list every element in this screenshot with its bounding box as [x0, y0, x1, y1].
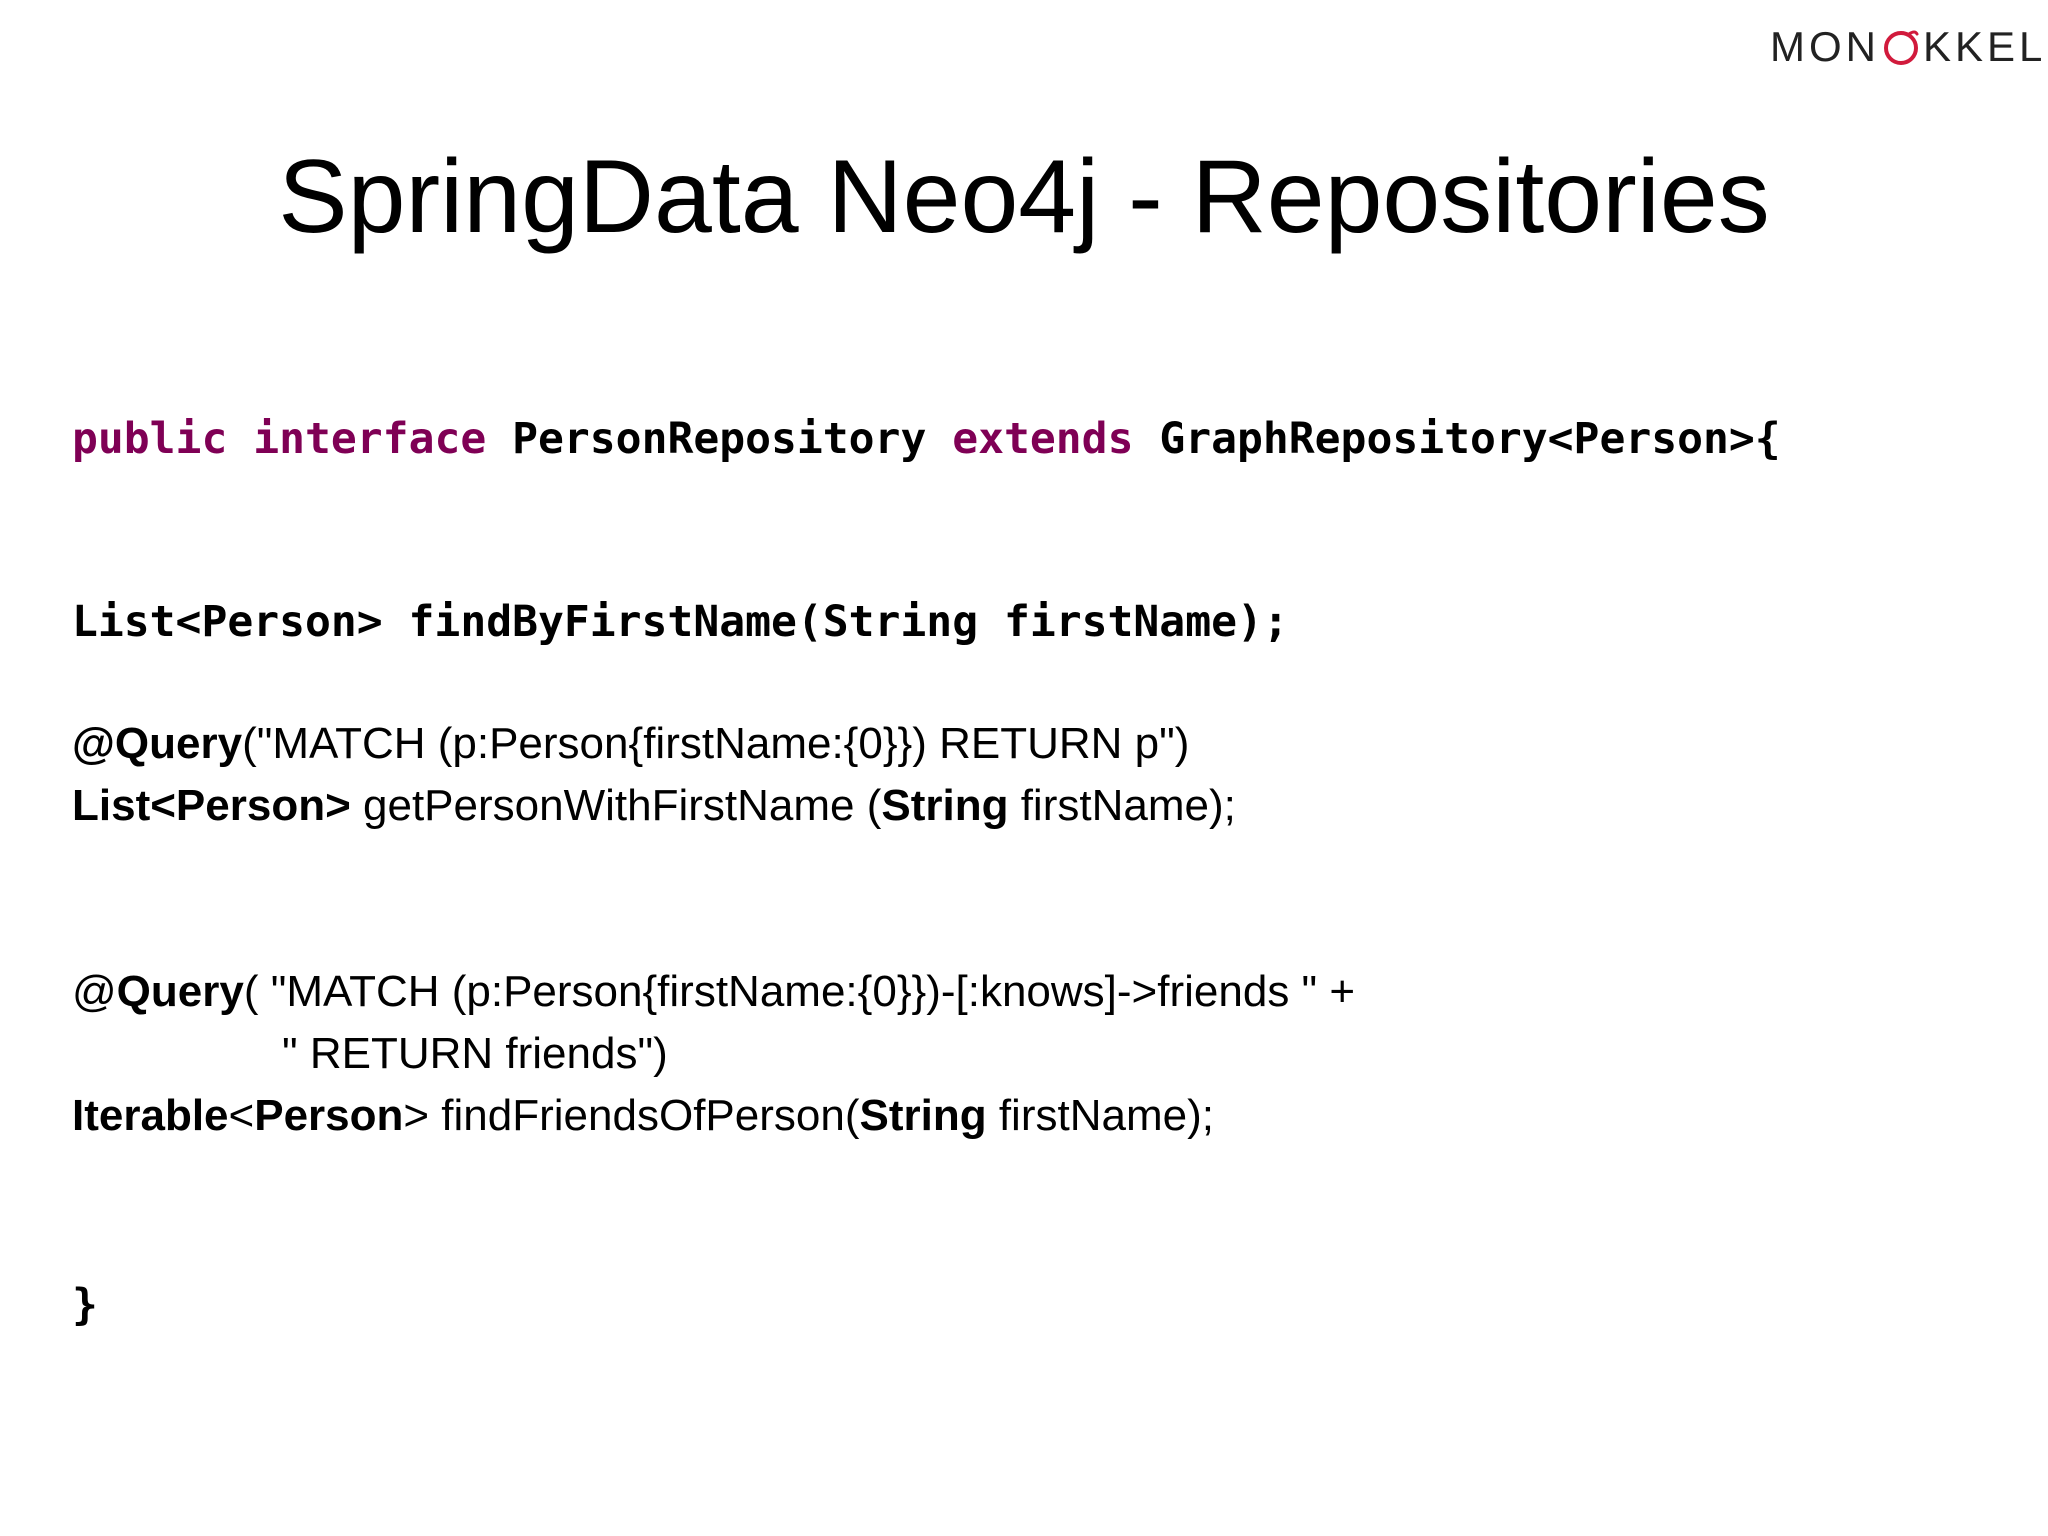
- logo-ring-icon: [1882, 28, 1920, 66]
- query-annotation: @Query: [72, 719, 243, 768]
- logo-text-right: KKEL: [1923, 23, 2047, 70]
- code-line-query-annotation-2: @Query( "MATCH (p:Person{firstName:{0}})…: [72, 967, 1355, 1017]
- interface-name: PersonRepository: [512, 414, 927, 464]
- code-line-get-person-method: List<Person> getPersonWithFirstName (Str…: [72, 781, 1236, 831]
- query-string: ("MATCH (p:Person{firstName:{0}}) RETURN…: [242, 719, 1190, 768]
- keyword-interface: interface: [253, 414, 487, 464]
- keyword-public: public: [72, 414, 228, 464]
- generic-open: <: [228, 1091, 255, 1140]
- code-line-query-continuation: " RETURN friends"): [282, 1029, 668, 1078]
- logo-text-left: MON: [1770, 23, 1880, 70]
- slide-title: SpringData Neo4j - Repositories: [278, 139, 1770, 255]
- code-line-query-annotation-1: @Query("MATCH (p:Person{firstName:{0}}) …: [72, 719, 1189, 769]
- code-closing-brace: }: [72, 1280, 98, 1330]
- method-name: > findFriendsOfPerson(: [403, 1091, 860, 1140]
- parent-type: GraphRepository<Person>{: [1159, 414, 1781, 464]
- code-line-find-friends-method: Iterable<Person> findFriendsOfPerson(Str…: [72, 1091, 1214, 1141]
- query-string: ( "MATCH (p:Person{firstName:{0}})-[:kno…: [243, 967, 1356, 1016]
- monokkel-logo: MON KKEL: [1770, 22, 2046, 72]
- query-annotation: Query: [116, 967, 244, 1016]
- return-type: List<Person>: [72, 781, 351, 830]
- query-at-sign: @: [72, 967, 117, 1016]
- code-line-find-by-first-name: List<Person> findByFirstName(String firs…: [72, 597, 1289, 647]
- param-rest: firstName);: [1008, 781, 1236, 830]
- method-name: getPersonWithFirstName (: [350, 781, 882, 830]
- param-rest: firstName);: [986, 1091, 1214, 1140]
- return-type: Iterable: [72, 1091, 229, 1140]
- param-type: String: [881, 781, 1009, 830]
- generic-type: Person: [254, 1091, 404, 1140]
- keyword-extends: extends: [952, 414, 1134, 464]
- code-line-interface-declaration: public interface PersonRepository extend…: [72, 414, 1781, 464]
- param-type: String: [859, 1091, 987, 1140]
